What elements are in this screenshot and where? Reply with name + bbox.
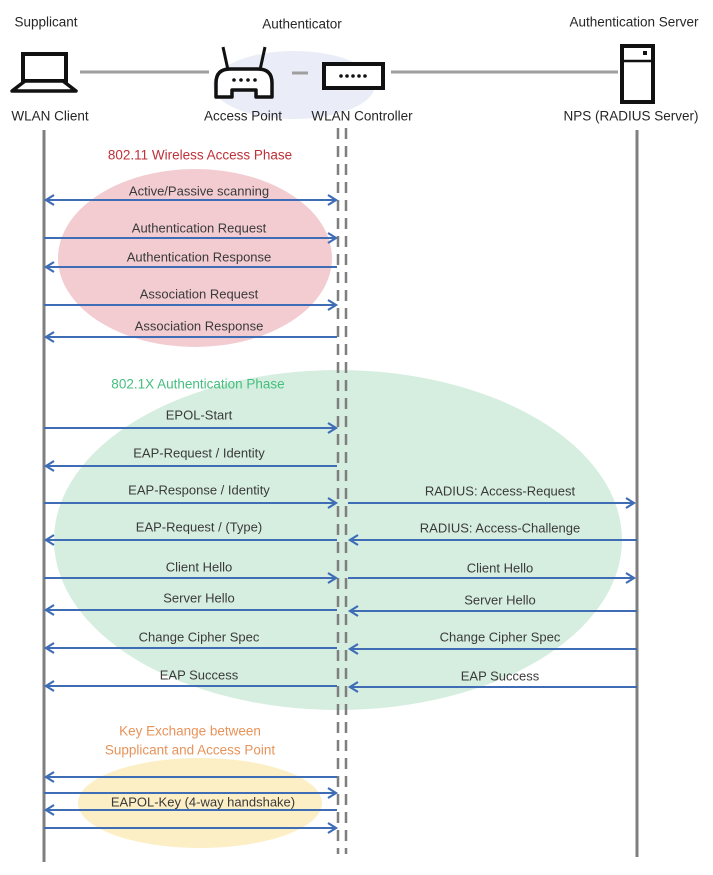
message-label: RADIUS: Access-Request	[424, 483, 576, 499]
phase1-title: 802.11 Wireless Access Phase	[107, 147, 293, 163]
message-label: Client Hello	[165, 559, 233, 575]
controller-dashed-lifeline	[336, 128, 348, 854]
authenticator-role-label: Authenticator	[262, 16, 342, 32]
message-label: Authentication Request	[131, 220, 267, 236]
server-role-label: Authentication Server	[569, 14, 699, 30]
wlan-client-label: WLAN Client	[11, 108, 89, 124]
message-label: Active/Passive scanning	[128, 183, 270, 199]
message-label: Association Response	[134, 318, 264, 334]
message-label: Change Cipher Spec	[138, 629, 260, 645]
phase3-title-line1: Key Exchange between	[119, 723, 261, 739]
wlan-controller-icon	[322, 62, 385, 90]
message-label: Server Hello	[163, 590, 235, 606]
access-point-icon	[214, 46, 274, 99]
message-label: EAP Success	[460, 668, 540, 684]
access-point-label: Access Point	[203, 108, 283, 124]
server-icon	[620, 44, 655, 104]
message-label: Client Hello	[466, 560, 534, 576]
phase2-title: 802.1X Authentication Phase	[111, 376, 285, 392]
message-label: EAP Success	[159, 667, 239, 683]
nps-label: NPS (RADIUS Server)	[563, 108, 699, 124]
message-label: EAP-Request / (Type)	[135, 519, 263, 535]
message-label: Authentication Response	[126, 249, 272, 265]
message-label: Change Cipher Spec	[439, 629, 561, 645]
wlan-controller-label: WLAN Controller	[311, 108, 413, 124]
message-label: RADIUS: Access-Challenge	[419, 520, 581, 536]
message-label: Server Hello	[464, 592, 536, 608]
supplicant-role-label: Supplicant	[14, 14, 78, 30]
phase2-ellipse	[54, 370, 622, 710]
message-arrows	[43, 194, 637, 834]
message-label: EAPOL-Key (4-way handshake)	[110, 794, 296, 810]
phase3-title-line2: Supplicant and Access Point	[104, 742, 276, 758]
phase3-ellipse	[78, 758, 322, 848]
message-label: EAP-Request / Identity	[133, 445, 265, 461]
message-label: EPOL-Start	[165, 407, 233, 423]
message-label: Association Request	[139, 286, 259, 302]
phase1-ellipse	[58, 169, 332, 347]
device-connector-lines	[80, 70, 618, 75]
laptop-icon	[10, 52, 78, 93]
message-label: EAP-Response / Identity	[128, 482, 270, 498]
